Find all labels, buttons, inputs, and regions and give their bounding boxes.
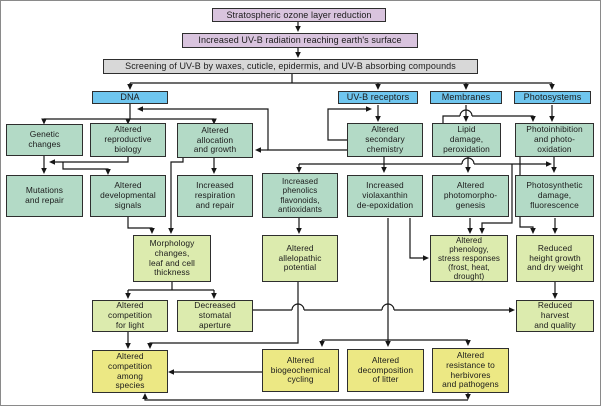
node-photoinhibition: Photoinhibition and photo- oxidation [515, 123, 594, 157]
node-phenolics: Increased phenolics flavonoids, antioxid… [262, 173, 338, 218]
node-respiration-repair: Increased respiration and repair [177, 175, 253, 217]
node-ozone-reduction: Stratospheric ozone layer reduction [212, 8, 386, 22]
node-competition-species: Altered competition among species [92, 350, 168, 393]
node-developmental-signals: Altered developmental signals [90, 175, 166, 217]
node-membranes: Membranes [430, 91, 502, 104]
node-biogeochemical-cycling: Altered biogeochemical cycling [262, 349, 339, 392]
node-photosynthetic-damage: Photosynthetic damage, fluorescence [515, 175, 594, 217]
node-secondary-chemistry: Altered secondary chemistry [347, 123, 423, 157]
node-uvb-receptors: UV-B receptors [338, 91, 418, 104]
node-violaxanthin: Increased violaxanthin de-epoxidation [347, 175, 423, 217]
node-competition-light: Altered competition for light [92, 300, 168, 332]
node-reproductive-biology: Altered reproductive biology [90, 123, 166, 157]
node-height-growth: Reduced height growth and dry weight [516, 235, 594, 282]
node-mutations-repair: Mutations and repair [6, 175, 83, 217]
node-phenology-stress: Altered phenology, stress responses (fro… [430, 235, 508, 282]
node-photosystems: Photosystems [514, 91, 591, 104]
node-morphology-changes: Morphology changes, leaf and cell thickn… [133, 235, 211, 282]
node-harvest-quality: Reduced harvest and quality [516, 300, 594, 332]
node-allocation-growth: Altered allocation and growth [177, 123, 253, 158]
node-dna: DNA [92, 91, 168, 104]
node-decomposition-litter: Altered decomposition of litter [347, 349, 424, 392]
node-screening: Screening of UV-B by waxes, cuticle, epi… [103, 59, 478, 74]
node-lipid-damage: Lipid damage, peroxidation [432, 123, 501, 157]
node-allelopathic-potential: Altered allelopathic potential [262, 235, 338, 282]
node-photomorphogenesis: Altered photomorpho- genesis [432, 175, 509, 217]
node-uvb-radiation: Increased UV-B radiation reaching earth'… [182, 33, 418, 48]
node-stomatal-aperture: Decreased stomatal aperture [177, 300, 253, 332]
node-resistance-herbivores: Altered resistance to herbivores and pat… [432, 348, 509, 393]
node-genetic-changes: Genetic changes [6, 124, 83, 156]
